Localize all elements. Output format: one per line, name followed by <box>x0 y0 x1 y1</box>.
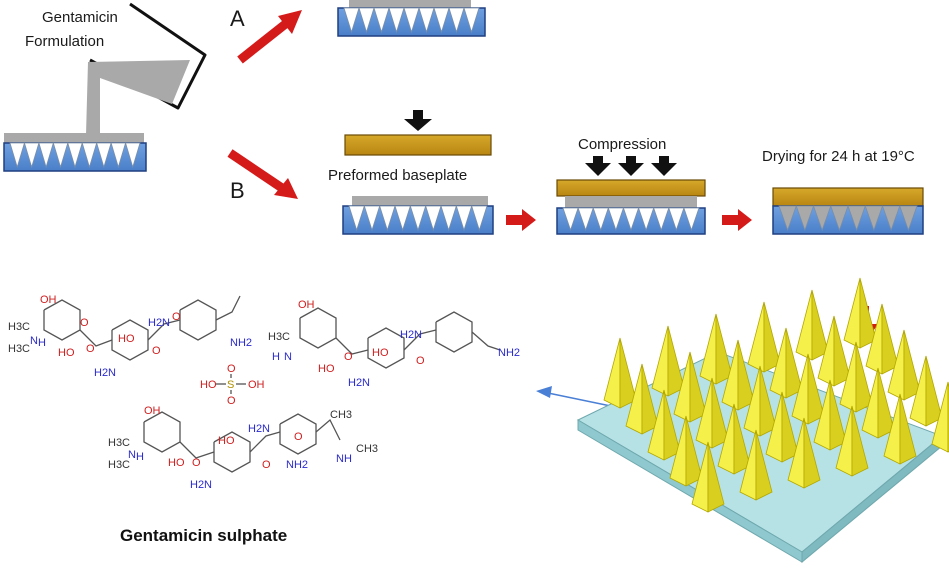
microneedle-array-patch <box>576 277 949 564</box>
chem-label-h2n: H2N <box>190 479 212 491</box>
formulation-layer <box>4 133 144 143</box>
route-a-label: A <box>230 6 245 31</box>
chem-label-o: O <box>152 345 161 357</box>
route-b-arrow-icon <box>227 149 298 199</box>
preformed-baseplate-label: Preformed baseplate <box>328 167 467 184</box>
chem-label-ho: HO <box>372 347 389 359</box>
chem-label-nh2: NH2 <box>230 337 252 349</box>
chem-label-ho: HO <box>200 379 217 391</box>
formulation-label-line2: Formulation <box>25 33 104 50</box>
route-b-step2: Compression <box>556 136 706 235</box>
compression-arrows-icon <box>585 156 677 176</box>
chem-label-o: O <box>192 457 201 469</box>
chem-label-ho: HO <box>118 333 135 345</box>
chem-label-ch3: CH3 <box>356 443 378 455</box>
chem-label-ho: HO <box>318 363 335 375</box>
chem-label-h2n: H2N <box>400 329 422 341</box>
compression-label: Compression <box>578 136 666 153</box>
chem-label-nh2: NH2 <box>498 347 520 359</box>
chem-label-h2n: H2N <box>94 367 116 379</box>
route-a-arrow-icon <box>237 10 302 64</box>
chem-label-o: O <box>344 351 353 363</box>
chem-label-h3c: H3C <box>108 459 130 471</box>
formulation-label-line1: Gentamicin <box>42 9 118 26</box>
press-down-arrow-icon <box>404 110 432 131</box>
chem-label-nh: NH <box>336 453 352 465</box>
chem-label-o: O <box>86 343 95 355</box>
formulation-liquid-icon <box>86 60 190 135</box>
chem-label-h2n: H2N <box>248 423 270 435</box>
chem-label-o: O <box>227 395 236 407</box>
step-arrow-icon-1 <box>506 209 536 231</box>
chem-label-o: O <box>416 355 425 367</box>
chem-label-oh: OH <box>144 405 161 417</box>
chem-label-ho: HO <box>218 435 235 447</box>
route-b-step3: Drying for 24 h at 19°C <box>762 148 924 235</box>
chem-label-h2n: H2N <box>148 317 170 329</box>
chem-label-ho: HO <box>58 347 75 359</box>
microneedle-mould-initial <box>3 142 147 172</box>
chem-label-h: H <box>38 337 46 349</box>
chem-label-n: N <box>284 351 292 363</box>
chem-label-o: O <box>227 363 236 375</box>
chem-label-oh: OH <box>298 299 315 311</box>
molecule-name-label: Gentamicin sulphate <box>120 526 287 545</box>
route-b-step1: Preformed baseplate <box>328 110 494 235</box>
formulation-pour-group: Gentamicin Formulation <box>3 2 207 172</box>
chem-label-ho: HO <box>168 457 185 469</box>
chem-label-oh: OH <box>40 294 57 306</box>
chem-label-h3c: H3C <box>268 331 290 343</box>
formulation-layer-b <box>352 196 488 206</box>
chem-label-n: N <box>30 335 38 347</box>
chem-label-h3c: H3C <box>8 321 30 333</box>
step-arrow-icon-2 <box>722 209 752 231</box>
route-b-label: B <box>230 178 245 203</box>
chem-label-o: O <box>172 311 181 323</box>
chem-label-s: S <box>227 379 234 391</box>
drying-label: Drying for 24 h at 19°C <box>762 148 915 165</box>
preformed-baseplate <box>344 134 492 156</box>
chem-label-oh: OH <box>248 379 265 391</box>
chem-label-h3c: H3C <box>8 343 30 355</box>
chem-label-h: H <box>272 351 280 363</box>
chem-label-o: O <box>262 459 271 471</box>
chem-label-n: N <box>128 449 136 461</box>
chem-label-h: H <box>136 451 144 463</box>
chem-label-nh2: NH2 <box>286 459 308 471</box>
chem-label-o: O <box>294 431 303 443</box>
chem-label-ch3: CH3 <box>330 409 352 421</box>
chem-label-h3c: H3C <box>108 437 130 449</box>
route-a-filled-mould <box>337 0 486 37</box>
chem-label-h2n: H2N <box>348 377 370 389</box>
chem-label-o: O <box>80 317 89 329</box>
